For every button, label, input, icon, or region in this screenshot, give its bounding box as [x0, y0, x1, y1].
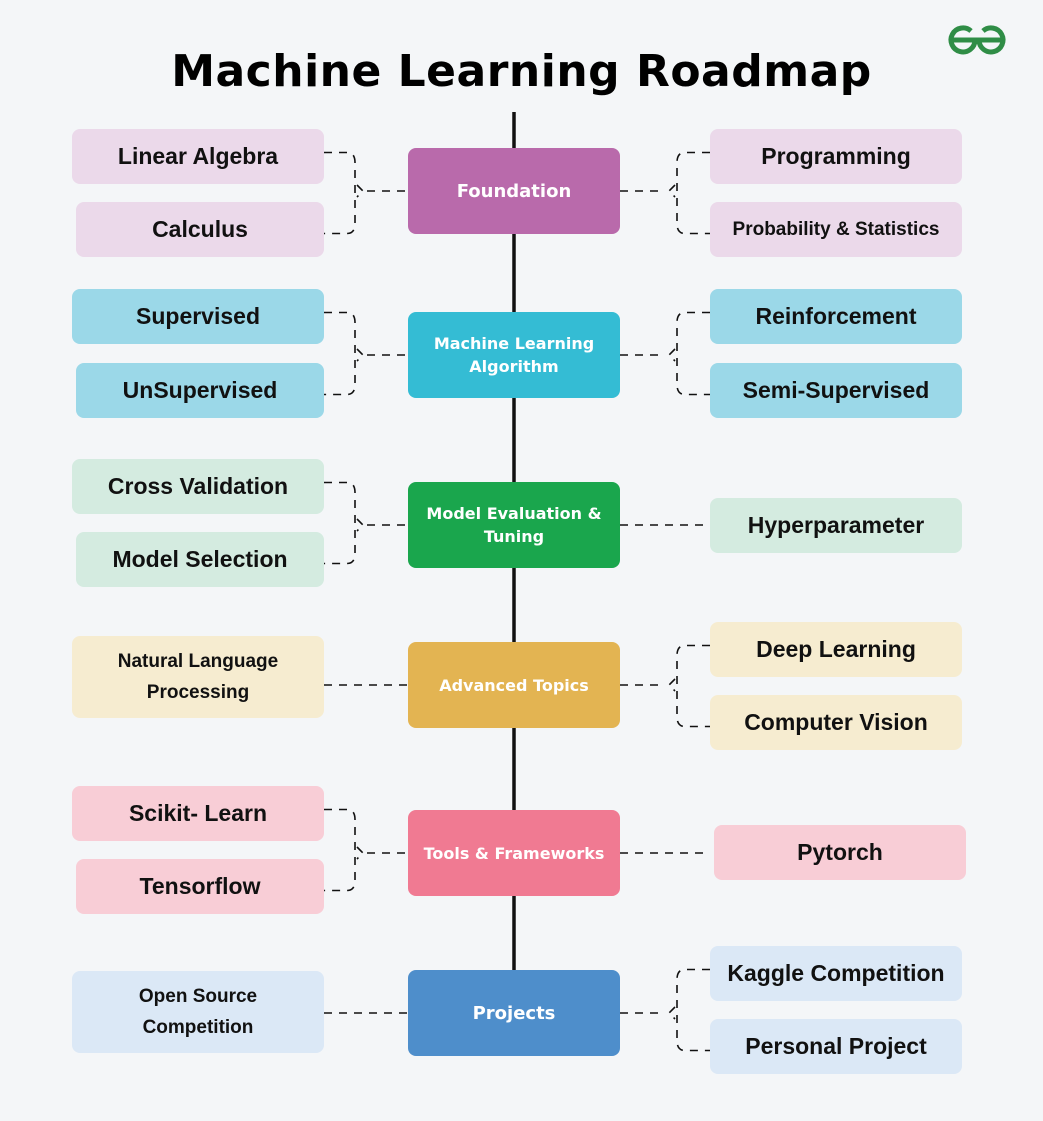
stage-tools-frameworks-label: Tools & Frameworks: [423, 843, 605, 863]
right-bracket-tip: [667, 678, 676, 692]
topic-hyperparameter[interactable]: Hyperparameter: [710, 498, 962, 553]
topic-semi-supervised-label: Semi-Supervised: [742, 377, 930, 403]
stage-tools-frameworks[interactable]: Tools & Frameworks: [408, 810, 620, 896]
topic-deep-learning[interactable]: Deep Learning: [710, 622, 962, 677]
stage-foundation-label: Foundation: [456, 180, 572, 202]
left-bracket-tip: [356, 518, 365, 532]
left-bracket: [324, 311, 356, 396]
stage-advanced-topics-label: Advanced Topics: [439, 675, 589, 695]
topic-personal-project-label: Personal Project: [745, 1033, 927, 1059]
stage-foundation[interactable]: Foundation: [408, 148, 620, 234]
right-bracket: [676, 968, 710, 1052]
topic-deep-learning-label: Deep Learning: [756, 636, 916, 662]
topic-unsupervised[interactable]: UnSupervised: [76, 363, 324, 418]
topic-personal-project[interactable]: Personal Project: [710, 1019, 962, 1074]
topic-open-source-competition[interactable]: Open Source Competition: [72, 971, 324, 1053]
topic-open-source-competition-label: Open Source Competition: [138, 986, 258, 1038]
topic-reinforcement-label: Reinforcement: [755, 303, 917, 329]
stage-model-evaluation-tuning[interactable]: Model Evaluation & Tuning: [408, 482, 620, 568]
stage-advanced-topics[interactable]: Advanced Topics: [408, 642, 620, 728]
stage-machine-learning-algorithm-label: Machine Learning Algorithm: [433, 334, 595, 376]
topic-reinforcement[interactable]: Reinforcement: [710, 289, 962, 344]
topic-kaggle-competition-label: Kaggle Competition: [727, 960, 945, 986]
right-bracket-tip: [667, 184, 676, 198]
gfg-logo-icon: [948, 25, 1006, 55]
page-title: Machine Learning Roadmap: [171, 46, 872, 97]
topic-calculus[interactable]: Calculus: [76, 202, 324, 257]
right-bracket: [676, 151, 710, 235]
topic-computer-vision-label: Computer Vision: [744, 709, 928, 735]
topic-linear-algebra-label: Linear Algebra: [117, 143, 279, 169]
topic-unsupervised-label: UnSupervised: [122, 377, 278, 403]
topic-pytorch[interactable]: Pytorch: [714, 825, 966, 880]
topic-calculus-label: Calculus: [152, 216, 248, 242]
right-bracket-tip: [667, 348, 676, 362]
topic-pytorch-label: Pytorch: [797, 839, 883, 865]
stage-machine-learning-algorithm[interactable]: Machine Learning Algorithm: [408, 312, 620, 398]
stage-projects[interactable]: Projects: [408, 970, 620, 1056]
left-bracket-tip: [356, 348, 365, 362]
topic-supervised-label: Supervised: [136, 303, 260, 329]
topic-kaggle-competition[interactable]: Kaggle Competition: [710, 946, 962, 1001]
topic-programming[interactable]: Programming: [710, 129, 962, 184]
topic-natural-language-processing[interactable]: Natural Language Processing: [72, 636, 324, 718]
topic-programming-label: Programming: [761, 143, 911, 169]
topic-cross-validation[interactable]: Cross Validation: [72, 459, 324, 514]
topic-cross-validation-label: Cross Validation: [107, 473, 289, 499]
topic-semi-supervised[interactable]: Semi-Supervised: [710, 363, 962, 418]
topic-scikit-learn-label: Scikit- Learn: [128, 800, 268, 826]
topic-model-selection-label: Model Selection: [112, 546, 288, 572]
topic-computer-vision[interactable]: Computer Vision: [710, 695, 962, 750]
topic-scikit-learn[interactable]: Scikit- Learn: [72, 786, 324, 841]
right-bracket-tip: [667, 1006, 676, 1020]
left-bracket-tip: [356, 846, 365, 860]
topic-probability-statistics[interactable]: Probability & Statistics: [710, 202, 962, 257]
topic-hyperparameter-label: Hyperparameter: [747, 512, 925, 538]
topic-natural-language-processing-label: Natural Language Processing: [117, 651, 279, 703]
topic-tensorflow[interactable]: Tensorflow: [76, 859, 324, 914]
left-bracket-tip: [356, 184, 365, 198]
topic-linear-algebra[interactable]: Linear Algebra: [72, 129, 324, 184]
right-bracket: [676, 311, 710, 396]
left-bracket: [324, 808, 356, 892]
topic-probability-statistics-label: Probability & Statistics: [732, 219, 940, 240]
stage-projects-label: Projects: [472, 1002, 556, 1024]
topic-supervised[interactable]: Supervised: [72, 289, 324, 344]
stage-model-evaluation-tuning-label: Model Evaluation & Tuning: [426, 504, 602, 546]
left-bracket: [324, 151, 356, 235]
topic-model-selection[interactable]: Model Selection: [76, 532, 324, 587]
topic-tensorflow-label: Tensorflow: [139, 873, 261, 899]
right-bracket: [676, 644, 710, 728]
left-bracket: [324, 481, 356, 565]
